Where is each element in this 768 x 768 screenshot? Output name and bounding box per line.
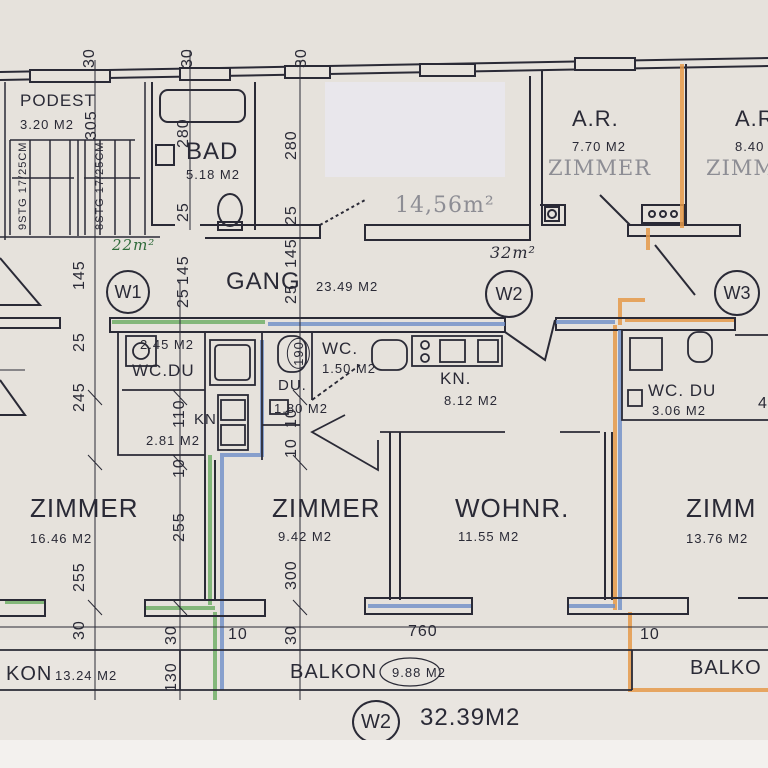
room-area-zimmer1: 16.46 M2 — [30, 531, 93, 546]
dim-label: 25 — [175, 202, 192, 222]
dim-label: 30 — [163, 625, 180, 645]
room-label-balkon3: BALKO — [690, 657, 762, 679]
room-area-du2: 1.80 M2 — [274, 401, 328, 416]
room-label-wohnr: WOHNR. — [455, 493, 570, 523]
left-wet-rooms — [117, 332, 263, 460]
dim-label: 10 — [640, 626, 660, 643]
room-label-ar1: A.R. — [572, 106, 619, 131]
dim-label: 25 — [71, 332, 88, 352]
room-area-wcdu3: 3.06 M2 — [652, 403, 706, 418]
handwritten-area-2: 32m² — [490, 243, 536, 262]
dimension-lines — [0, 50, 768, 700]
room-area-wcdu1: 2.45 M2 — [140, 337, 194, 352]
room-area-kn1: 2.81 M2 — [146, 433, 200, 448]
room-area-bad: 5.18 M2 — [186, 167, 240, 182]
room-label-wcdu3: WC. DU — [648, 381, 717, 400]
dim-label: 280 — [283, 130, 300, 160]
dim-label: 10 — [228, 626, 248, 643]
unit-marker-w1: W1 — [106, 270, 150, 314]
area-highlight-circle — [379, 657, 441, 687]
dim-label: 30 — [81, 48, 98, 68]
dim-label: 145 — [283, 238, 300, 268]
room-area-wc2: 1.50 M2 — [322, 361, 376, 376]
pencil-label-ar1: ZIMMER — [548, 156, 652, 180]
room-label-wcdu1: WC.DU — [132, 361, 195, 380]
room-area-ar1: 7.70 M2 — [572, 139, 626, 154]
dim-label: 10 — [283, 408, 300, 428]
dim-label: 190 — [286, 338, 310, 369]
corridor-walls — [0, 244, 736, 416]
room-label-gang: GANG — [226, 268, 301, 295]
dim-label: 25 — [175, 288, 192, 308]
dim-label: 130 — [163, 662, 180, 692]
room-area-gang: 23.49 M2 — [316, 279, 379, 294]
dim-label: 305 — [83, 110, 100, 140]
dim-label: 30 — [293, 48, 310, 68]
dim-label: 25 — [283, 284, 300, 304]
dim-label: 760 — [408, 623, 438, 640]
total-unit-marker: W2 — [352, 700, 400, 744]
exterior-wall-top — [0, 57, 768, 83]
room-label-zimmer1: ZIMMER — [30, 493, 139, 523]
dim-label: 255 — [71, 562, 88, 592]
dim-label: 25 — [283, 205, 300, 225]
handwritten-area-1: 22m² — [112, 236, 156, 254]
dim-label: 30 — [283, 625, 300, 645]
room-label-du2: DU. — [278, 377, 307, 394]
stair-podest — [0, 82, 160, 240]
bathroom-walls — [151, 82, 256, 231]
room-label-zimmer3: ZIMM — [686, 493, 757, 523]
total-area: 32.39M2 — [420, 704, 521, 731]
page-bottom-strip — [0, 740, 768, 768]
pencil-label-ar2: ZIMM — [706, 156, 768, 180]
room-label-kn1: KN — [194, 411, 217, 428]
room-area-wohnr: 11.55 M2 — [458, 529, 520, 544]
room-label-zimmer2: ZIMMER — [272, 493, 381, 523]
dim-label: 10 — [283, 438, 300, 458]
room-area-zimmer2: 9.42 M2 — [278, 529, 332, 544]
dim-label: 30 — [179, 48, 196, 68]
dim-label: 145 — [71, 260, 88, 290]
room-label-balkon2: BALKON — [290, 661, 378, 683]
unit-marker-w2: W2 — [485, 270, 533, 318]
dim-label: 30 — [71, 620, 88, 640]
dim-label: 4 — [758, 395, 768, 412]
storage-rooms — [540, 64, 741, 237]
room-area-ar2: 8.40 — [735, 139, 765, 154]
blue-marker-outline — [220, 320, 622, 690]
room-area-kn2: 8.12 M2 — [444, 393, 498, 408]
room-label-balkon1: KON — [6, 663, 53, 685]
dim-label: 145 — [175, 255, 192, 285]
room-label-bad: BAD — [186, 138, 239, 165]
top-room-walls — [205, 76, 531, 241]
right-wet-rooms — [560, 330, 768, 433]
middle-wet-rooms — [262, 332, 505, 472]
dim-label: 10 — [171, 458, 188, 478]
unit-marker-w3: W3 — [714, 270, 760, 316]
room-area-zimmer3: 13.76 M2 — [686, 531, 749, 546]
stair-note-right: 8STG 17/25CM — [94, 141, 106, 230]
main-room-walls — [0, 432, 768, 617]
dim-label: 255 — [171, 512, 188, 542]
dim-label: 245 — [71, 382, 88, 412]
dim-label: 110 — [171, 399, 188, 428]
room-area-podest: 3.20 M2 — [20, 117, 74, 132]
room-label-kn2: KN. — [440, 369, 472, 388]
dim-label: 280 — [175, 118, 192, 148]
stair-note-left: 9STG 17/25CM — [17, 141, 29, 230]
room-area-balkon2: 9.88 M2 — [392, 665, 446, 680]
room-label-ar2: A.R — [735, 106, 768, 131]
dim-label: 300 — [283, 560, 300, 590]
pencil-area-top-room: 14,56m² — [395, 193, 495, 218]
room-area-balkon1: 13.24 M2 — [55, 668, 118, 683]
room-label-podest: PODEST — [20, 91, 96, 110]
room-label-wc2: WC. — [322, 339, 359, 358]
